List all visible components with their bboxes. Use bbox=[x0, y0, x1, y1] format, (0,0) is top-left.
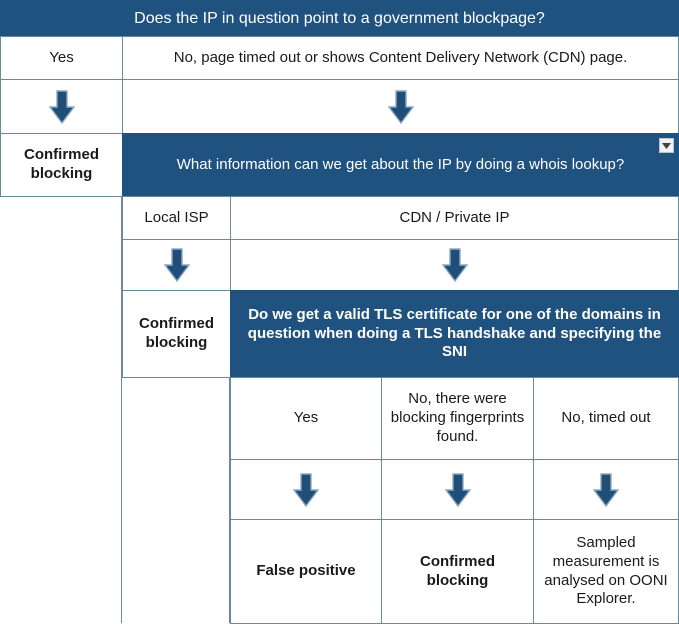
q2-answer-cdn-cell[interactable]: CDN / Private IP bbox=[230, 196, 679, 240]
q1-answer-yes-label: Yes bbox=[49, 48, 74, 66]
question-2-text: What information can we get about the IP… bbox=[176, 155, 625, 173]
left-column-filler-1 bbox=[0, 196, 122, 623]
down-arrow-icon bbox=[441, 248, 468, 282]
question-3-banner: Do we get a valid TLS certificate for on… bbox=[230, 290, 679, 378]
down-arrow-icon bbox=[163, 248, 190, 282]
q3-answer-2-label: No, timed out bbox=[561, 409, 651, 427]
q2-cdn-arrow-cell bbox=[230, 239, 679, 291]
q3-answer-1-cell[interactable]: No, there were blocking fingerprints fou… bbox=[381, 377, 534, 460]
q3-answer-0-cell[interactable]: Yes bbox=[230, 377, 382, 460]
q1-outcome-label: Confirmed blocking bbox=[24, 146, 99, 182]
q1-yes-arrow-cell bbox=[0, 79, 123, 134]
q3-outcome-0-label: False positive bbox=[256, 562, 356, 580]
down-arrow-icon bbox=[593, 472, 619, 507]
q3-answer-2-cell[interactable]: No, timed out bbox=[533, 377, 679, 460]
q3-outcome-1-label: Confirmed blocking bbox=[420, 552, 495, 589]
q3-answer-0-label: Yes bbox=[293, 409, 319, 427]
q2-answer-local-isp-cell[interactable]: Local ISP bbox=[122, 196, 231, 240]
q1-no-arrow-cell bbox=[122, 79, 679, 134]
left-column-filler-2 bbox=[122, 377, 230, 623]
chevron-down-icon[interactable] bbox=[659, 138, 674, 153]
q2-answer-cdn-label: CDN / Private IP bbox=[399, 208, 510, 226]
q3-outcome-2-cell: Sampled measurement is analysed on OONI … bbox=[533, 519, 679, 624]
down-arrow-icon bbox=[48, 89, 75, 124]
q2-answer-local-isp-label: Local ISP bbox=[144, 208, 209, 226]
q3-arrow-0-cell bbox=[230, 459, 382, 520]
q3-outcome-1-cell: Confirmed blocking bbox=[381, 519, 534, 624]
q2-local-isp-arrow-cell bbox=[122, 239, 231, 291]
q3-outcome-2-label: Sampled measurement is analysed on OONI … bbox=[544, 534, 668, 608]
q3-outcome-0-cell: False positive bbox=[230, 519, 382, 624]
down-arrow-icon bbox=[293, 472, 319, 507]
question-2-banner: What information can we get about the IP… bbox=[122, 133, 679, 197]
q3-answer-1-label: No, there were blocking fingerprints fou… bbox=[390, 390, 525, 445]
q3-arrow-1-cell bbox=[381, 459, 534, 520]
question-1-text: Does the IP in question point to a gover… bbox=[134, 9, 545, 27]
question-1-banner: Does the IP in question point to a gover… bbox=[0, 0, 679, 37]
q1-outcome-confirmed-blocking: Confirmed blocking bbox=[0, 133, 123, 197]
q2-outcome-confirmed-blocking: Confirmed blocking bbox=[122, 290, 231, 378]
question-3-text: Do we get a valid TLS certificate for on… bbox=[247, 305, 662, 361]
q1-answer-no-label: No, page timed out or shows Content Deli… bbox=[173, 48, 628, 66]
q1-answer-yes-cell[interactable]: Yes bbox=[0, 36, 123, 80]
down-arrow-icon bbox=[444, 472, 471, 507]
down-arrow-icon bbox=[387, 89, 414, 124]
q1-answer-no-cell[interactable]: No, page timed out or shows Content Deli… bbox=[122, 36, 679, 80]
q2-outcome-label: Confirmed blocking bbox=[139, 315, 214, 351]
q3-arrow-2-cell bbox=[533, 459, 679, 520]
